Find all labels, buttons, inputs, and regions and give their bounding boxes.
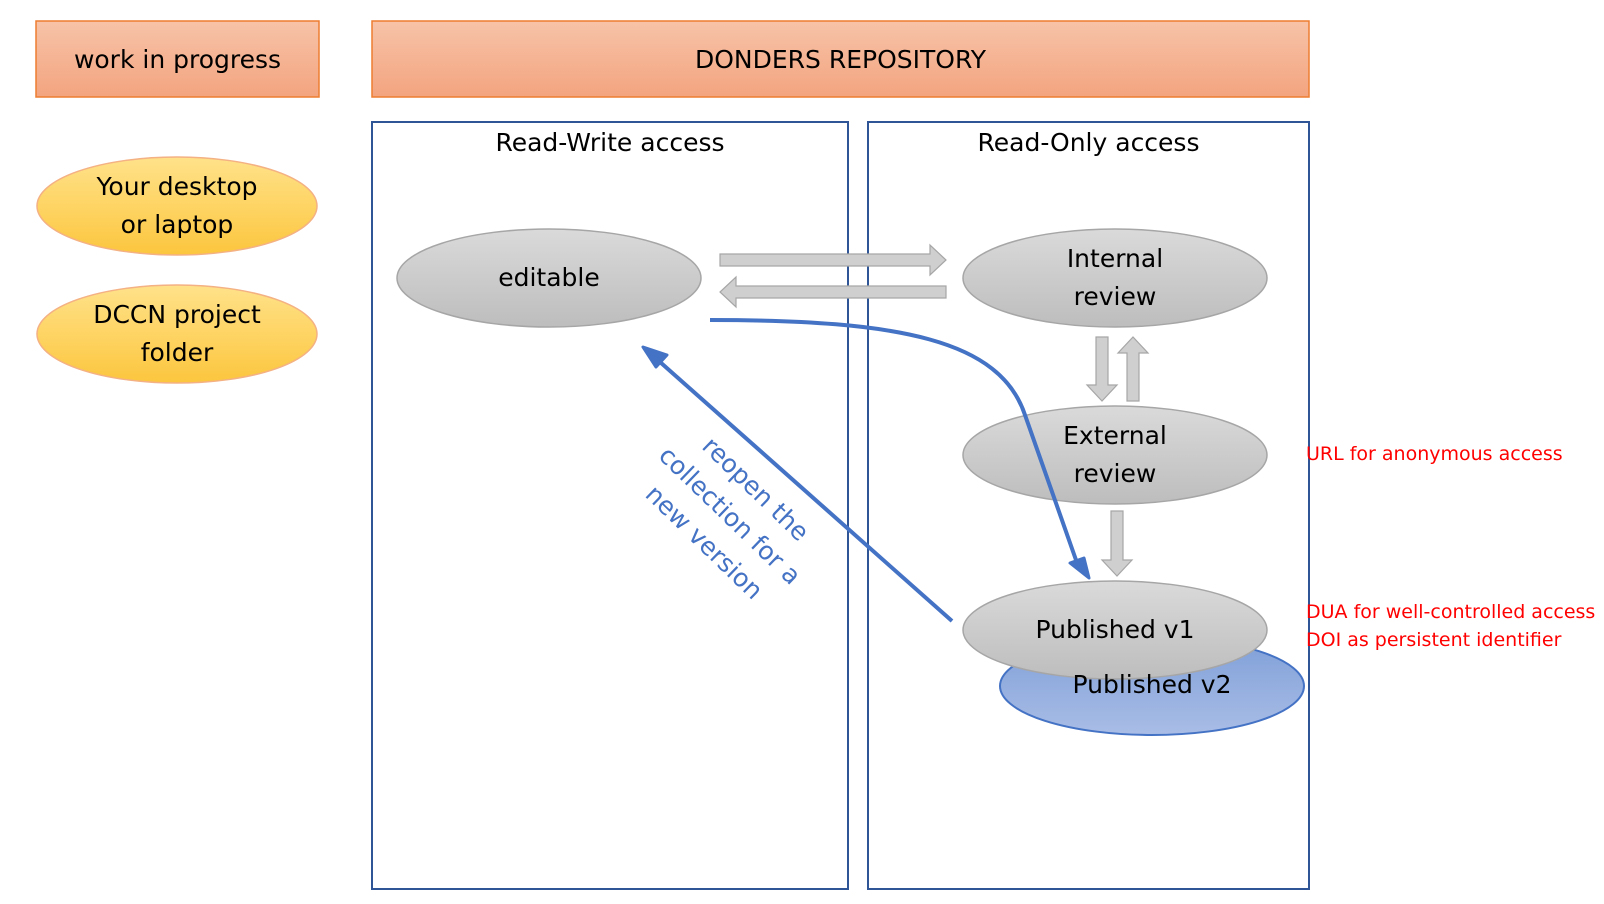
read-write-title: Read-Write access — [495, 128, 725, 157]
read-only-panel — [867, 121, 1310, 890]
repository-header-label: DONDERS REPOSITORY — [694, 44, 986, 74]
internal-review-ellipse — [962, 228, 1268, 328]
desktop-ellipse — [36, 156, 318, 256]
arrow-external-to-published — [1100, 510, 1134, 577]
desktop-label: Your desktop or laptop — [37, 157, 317, 255]
repository-header-box — [371, 20, 1310, 98]
project-folder-label: DCCN project folder — [37, 285, 317, 383]
desktop-label-line-2: or laptop — [120, 210, 234, 239]
doi-note: DOI as persistent identifier — [1306, 629, 1562, 651]
external-review-ellipse — [962, 405, 1268, 505]
desktop-label-line-1: Your desktop — [96, 172, 258, 201]
internal-review-label-line-1: Internal — [1066, 244, 1164, 273]
flow-editable-to-published — [709, 318, 1078, 561]
wip-header-label: work in progress — [73, 44, 282, 74]
flow-reopen-head — [641, 345, 669, 369]
external-review-label-line-2: review — [1073, 459, 1157, 488]
dua-note: DUA for well-controlled access — [1306, 601, 1596, 623]
arrow-internal-to-editable — [719, 275, 947, 309]
arrow-internal-to-external — [1085, 336, 1119, 402]
editable-label: editable — [498, 263, 600, 292]
arrow-editable-to-internal — [719, 243, 947, 277]
project-folder-ellipse — [36, 284, 318, 384]
project-folder-label-line-1: DCCN project — [93, 300, 261, 329]
flow-reopen — [658, 360, 954, 623]
published-v1-ellipse — [962, 580, 1268, 680]
internal-review-label: Internal review — [963, 229, 1267, 327]
read-write-panel — [371, 121, 849, 890]
flow-editable-to-published-head — [1068, 556, 1091, 580]
internal-review-label-line-2: review — [1073, 282, 1157, 311]
url-note: URL for anonymous access — [1306, 443, 1563, 465]
wip-header-box — [35, 20, 320, 98]
external-review-label-line-1: External — [1063, 421, 1167, 450]
project-folder-label-line-2: folder — [140, 338, 214, 367]
published-v1-label: Published v1 — [1035, 615, 1195, 644]
external-review-label: External review — [963, 406, 1267, 504]
published-v2-label: Published v2 — [1072, 670, 1232, 699]
arrow-external-to-internal — [1116, 336, 1150, 402]
read-only-title: Read-Only access — [977, 128, 1200, 157]
editable-ellipse — [396, 228, 702, 328]
